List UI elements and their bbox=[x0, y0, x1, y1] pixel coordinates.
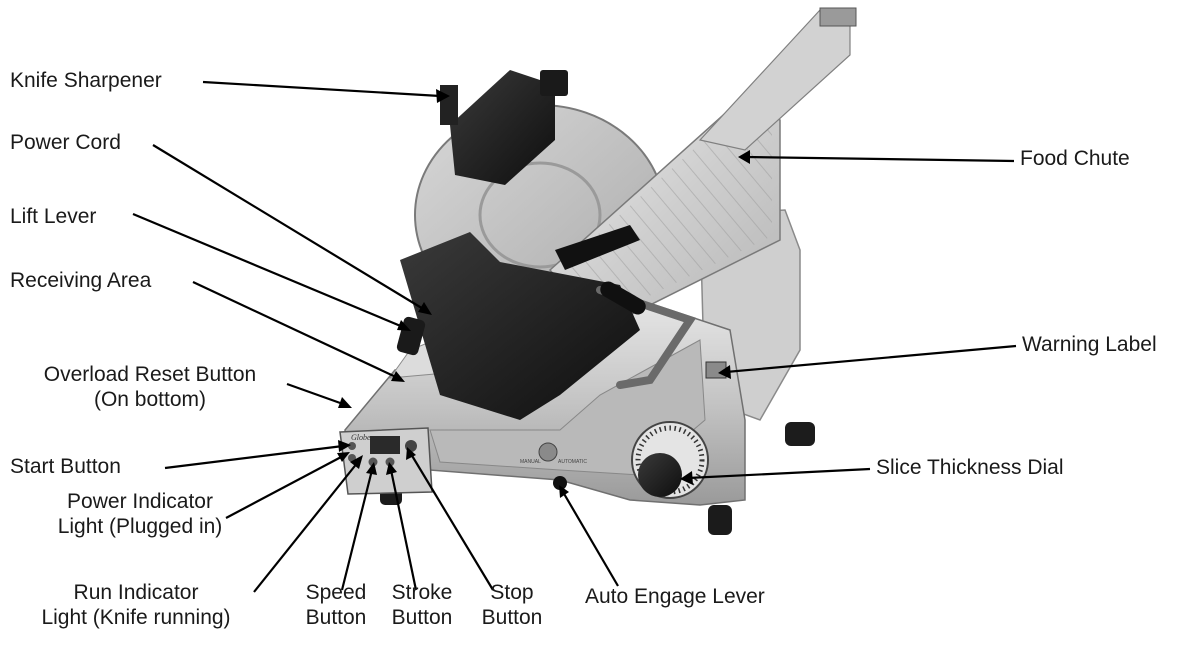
stroke-button-dot bbox=[385, 457, 395, 467]
arrowhead bbox=[386, 462, 397, 475]
auto-engage-knob bbox=[538, 442, 558, 462]
speed-button-dot bbox=[368, 457, 378, 467]
arrowhead bbox=[338, 440, 351, 452]
leader-warning-label bbox=[725, 344, 1017, 374]
arrowhead bbox=[406, 447, 416, 460]
leader-run-indicator bbox=[253, 461, 359, 593]
lift-lever-grip bbox=[600, 281, 646, 315]
foot bbox=[708, 505, 732, 535]
arrowhead bbox=[337, 452, 350, 462]
lever-marking-automatic: AUTOMATIC bbox=[558, 459, 587, 465]
leader-speed-button bbox=[340, 469, 374, 591]
leader-lift-lever bbox=[132, 212, 404, 329]
lever-marking-manual: MANUAL bbox=[520, 459, 541, 465]
label-power-cord: Power Cord bbox=[10, 131, 121, 154]
label-power-indicator-light: Power Indicator Light (Plugged in) bbox=[30, 490, 250, 540]
arrowhead bbox=[350, 455, 363, 469]
leader-arrowheads bbox=[337, 89, 750, 498]
food-pusher bbox=[400, 232, 640, 420]
label-line: Run Indicator bbox=[73, 581, 199, 604]
slice-thickness-dial-knob bbox=[638, 453, 682, 497]
label-line: Speed bbox=[305, 581, 367, 604]
label-line: Overload Reset Button bbox=[43, 363, 257, 386]
arrowhead bbox=[391, 371, 405, 382]
leader-receiving-area bbox=[192, 281, 399, 379]
arrowhead bbox=[559, 485, 569, 498]
display-window bbox=[370, 436, 400, 454]
leader-food-chute bbox=[745, 155, 1015, 163]
chute-arm bbox=[698, 9, 851, 151]
leader-lines bbox=[132, 80, 1017, 593]
label-line: Light (Plugged in) bbox=[57, 514, 223, 538]
label-slice-thickness-dial: Slice Thickness Dial bbox=[876, 456, 1064, 479]
start-button-dot bbox=[348, 442, 356, 450]
label-stroke-button: Stroke Button bbox=[376, 581, 468, 631]
arrowhead bbox=[738, 150, 750, 164]
label-auto-engage-lever: Auto Engage Lever bbox=[585, 585, 765, 608]
label-speed-button: Speed Button bbox=[294, 581, 378, 631]
leader-knife-sharpener bbox=[202, 80, 441, 98]
leader-overload-reset bbox=[286, 382, 344, 406]
brand-logo: Globe bbox=[351, 433, 371, 442]
label-line: Button bbox=[391, 605, 453, 629]
arrowhead bbox=[366, 462, 377, 475]
label-lift-lever: Lift Lever bbox=[10, 205, 97, 228]
leader-auto-engage bbox=[562, 491, 619, 587]
label-line: (On bottom) bbox=[93, 387, 207, 411]
label-line: Stroke bbox=[391, 581, 453, 604]
label-overload-reset-button: Overload Reset Button (On bottom) bbox=[10, 363, 290, 413]
label-run-indicator-light: Run Indicator Light (Knife running) bbox=[8, 581, 264, 631]
leader-stop-button bbox=[410, 453, 494, 591]
label-food-chute: Food Chute bbox=[1020, 147, 1130, 170]
auto-engage-lever bbox=[553, 476, 567, 490]
leader-start-button bbox=[164, 444, 344, 470]
label-line: Stop bbox=[490, 581, 534, 604]
arrowhead bbox=[718, 365, 731, 379]
arrowhead bbox=[397, 320, 411, 331]
label-line: Power Indicator bbox=[67, 490, 213, 513]
label-knife-sharpener: Knife Sharpener bbox=[10, 69, 162, 92]
knife-sharpener-tab bbox=[440, 85, 458, 125]
leader-power-indicator bbox=[225, 455, 344, 519]
leader-stroke-button bbox=[389, 469, 418, 591]
knife-sharpener-body bbox=[450, 70, 555, 185]
arrowhead bbox=[436, 89, 450, 103]
blade-hub bbox=[478, 161, 602, 269]
label-start-button: Start Button bbox=[10, 455, 121, 478]
chute-arm-cap bbox=[819, 7, 857, 27]
food-chute-ribs bbox=[560, 108, 772, 320]
label-stop-button: Stop Button bbox=[466, 581, 558, 631]
arrowhead bbox=[680, 471, 693, 485]
label-line: Light (Knife running) bbox=[41, 605, 231, 629]
label-line: Button bbox=[481, 605, 543, 629]
label-receiving-area: Receiving Area bbox=[10, 269, 152, 292]
leader-slice-thickness bbox=[687, 467, 871, 480]
arrowhead bbox=[338, 397, 352, 408]
knife-sharpener-knob bbox=[540, 70, 568, 96]
side-knob bbox=[785, 422, 815, 446]
leader-power-cord bbox=[152, 144, 426, 311]
arrowhead bbox=[418, 302, 432, 315]
label-line: Button bbox=[305, 605, 367, 629]
label-warning-label: Warning Label bbox=[1022, 333, 1157, 356]
pusher-grip bbox=[555, 225, 640, 270]
